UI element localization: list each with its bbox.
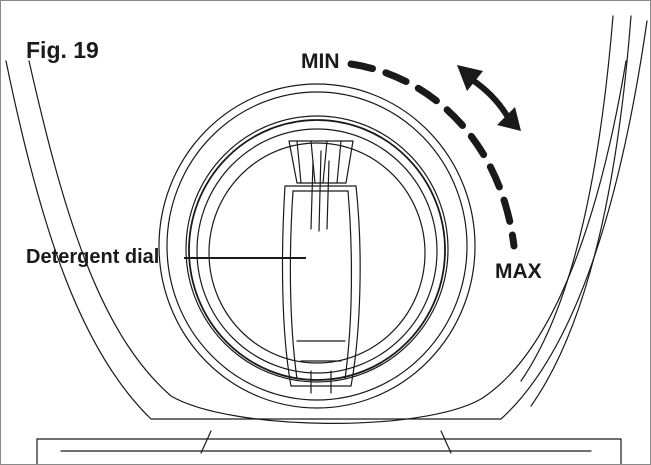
- detergent-dial[interactable]: [281, 140, 361, 394]
- max-label: MAX: [495, 260, 542, 283]
- min-max-dashed-arc: [347, 60, 518, 250]
- min-label: MIN: [301, 50, 340, 73]
- double-headed-rotate-arrow-icon: [457, 65, 521, 131]
- detergent-dial-label: Detergent dial: [26, 246, 160, 268]
- housing-outline: [5, 15, 648, 464]
- figure-label: Fig. 19: [26, 37, 99, 63]
- dial-housing-rings: [158, 83, 476, 409]
